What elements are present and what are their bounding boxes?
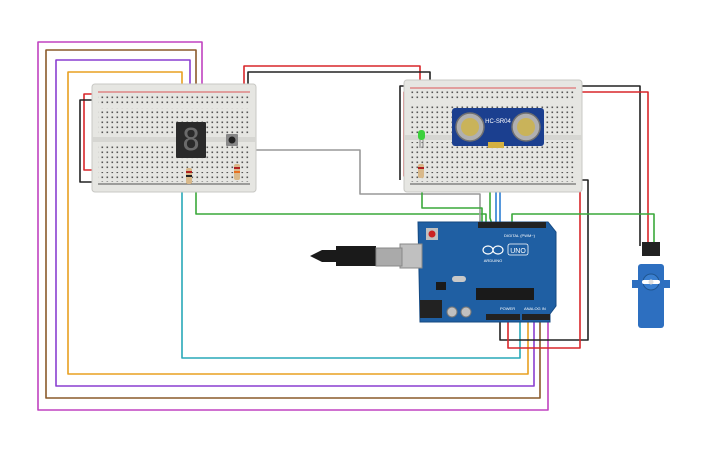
wire-magenta[interactable] <box>37 41 549 411</box>
wire-gray-button[interactable] <box>246 149 481 224</box>
wire-red-left-rail[interactable] <box>83 93 98 171</box>
arduino-brand: ARDUINO <box>484 258 502 263</box>
servo-connector <box>642 242 660 256</box>
led-green[interactable] <box>418 130 425 148</box>
digital-header[interactable] <box>478 222 546 228</box>
wire-red-bridge[interactable] <box>243 65 421 98</box>
wire-black-left-rail[interactable] <box>79 99 98 183</box>
resistor-right[interactable] <box>418 164 424 178</box>
seven-segment-digit: 8 <box>182 123 200 158</box>
wire-green-servo[interactable] <box>511 213 655 246</box>
arduino-model: UNO <box>510 248 526 255</box>
servo-motor[interactable] <box>632 242 670 328</box>
resistor-left-1[interactable] <box>186 168 192 184</box>
arduino-logo: ARDUINO <box>482 245 504 263</box>
power-label: POWER <box>500 306 515 311</box>
wire-red-servo[interactable] <box>572 91 649 246</box>
push-button[interactable] <box>226 134 238 146</box>
seven-segment-display[interactable]: 8 <box>176 122 206 158</box>
usb-cable[interactable] <box>310 246 403 267</box>
analog-label: ANALOG IN <box>524 306 546 311</box>
usb-port[interactable] <box>399 243 423 269</box>
sensor-label: HC-SR04 <box>485 119 511 125</box>
power-header[interactable] <box>486 314 520 320</box>
arduino-uno[interactable]: DIGITAL (PWM~) ARDUINO UNO POWER ANALOG … <box>399 221 557 323</box>
wire-purple[interactable] <box>55 59 535 387</box>
wire-orange[interactable] <box>67 71 529 375</box>
wire-black-bridge[interactable] <box>247 71 431 92</box>
wire-black-servo[interactable] <box>570 85 641 246</box>
breadboard-left[interactable] <box>91 83 257 193</box>
ultrasonic-sensor[interactable]: HC-SR04 <box>452 108 544 148</box>
wire-green-digit[interactable] <box>195 182 487 224</box>
microcontroller-chip <box>476 288 534 300</box>
digital-label: DIGITAL (PWM~) <box>504 233 536 238</box>
wire-brown[interactable] <box>45 49 541 399</box>
resistor-left-2[interactable] <box>234 164 240 180</box>
power-jack[interactable] <box>420 300 442 318</box>
analog-header[interactable] <box>522 314 550 320</box>
